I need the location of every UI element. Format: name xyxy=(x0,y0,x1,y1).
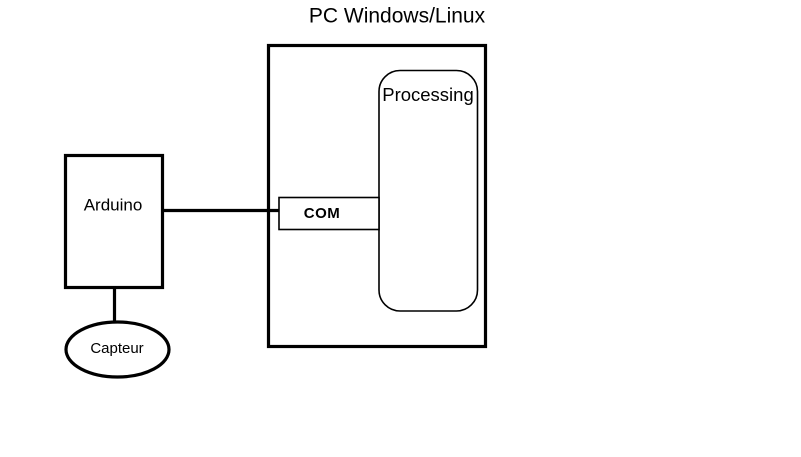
arduino-box xyxy=(63,153,165,290)
processing-box xyxy=(378,69,479,312)
diagram-title: PC Windows/Linux xyxy=(309,5,486,28)
arduino-label: Arduino xyxy=(84,195,143,214)
com-box xyxy=(278,196,380,231)
capteur-label: Capteur xyxy=(90,340,143,357)
capteur-ellipse xyxy=(64,320,171,379)
processing-label: Processing xyxy=(382,84,474,105)
com-label: COM xyxy=(304,205,341,222)
